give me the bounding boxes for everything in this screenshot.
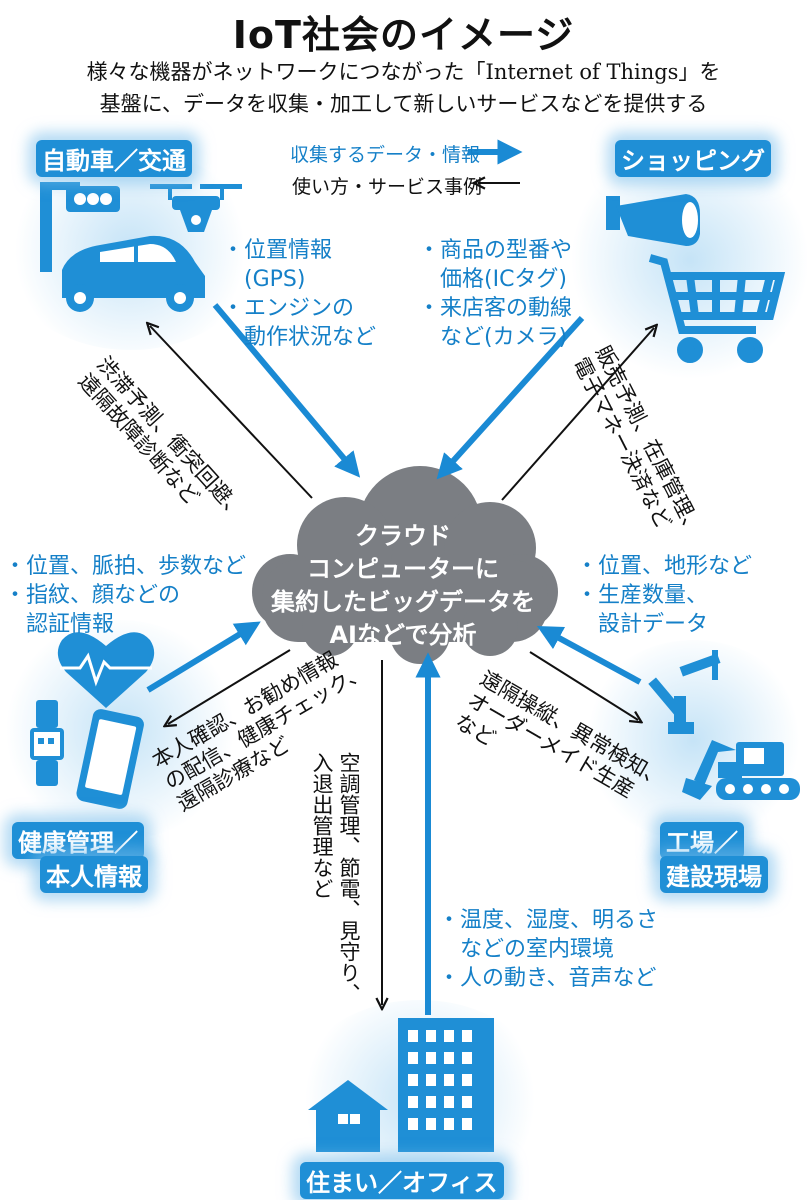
service-home-line: 入退出管理など [310, 752, 334, 899]
subtitle-line-2: 基盤に、データを収集・加工して新しいサービスなどを提供する [99, 92, 708, 116]
robot-arm-icon [648, 650, 721, 734]
traffic-light-icon [40, 182, 120, 272]
car-icon [62, 235, 205, 312]
collected-factory-item: 位置、地形など [576, 552, 752, 581]
collect-arrow-car [212, 303, 361, 478]
collect-arrow-shopping [436, 315, 585, 480]
smartphone-icon [76, 709, 144, 809]
category-factory-line2: 建設現場 [660, 856, 768, 893]
page-title: IoT社会のイメージ [232, 13, 575, 57]
subtitle-line-1: 様々な機器がネットワークにつながった「Internet of Things」を [86, 60, 721, 84]
collected-factory-item: 生産数量、 [576, 581, 752, 610]
service-arrow-factory [529, 651, 638, 720]
collected-shopping-item-cont: など(カメラ) [440, 325, 568, 350]
collect-arrow-health [146, 621, 261, 693]
service-arrow-shopping [501, 328, 654, 501]
legend-collect-label: 収集するデータ・情報 [290, 144, 481, 166]
service-home-line: 空調管理、節電、見守り、 [337, 752, 361, 1004]
cloud-line: AIなどで分析 [329, 621, 477, 649]
collected-home-item: 温度、湿度、明るさ [438, 906, 658, 935]
excavator-icon [682, 740, 800, 800]
collected-shopping: 商品の型番や 価格(ICタグ) 来店客の動線 など(カメラ) [418, 236, 572, 352]
legend-use-label: 使い方・サービス事例 [292, 176, 483, 198]
collected-shopping-item-cont: 価格(ICタグ) [440, 267, 568, 292]
cart-icon [648, 254, 786, 363]
collected-car-item-cont: 動作状況など [244, 325, 377, 350]
service-arrow-health [168, 649, 291, 724]
collected-factory-item-cont: 設計データ [598, 612, 709, 637]
cloud-shape [252, 466, 558, 664]
collect-arrow-factory [536, 625, 642, 685]
collected-car: 位置情報 (GPS) エンジンの 動作状況など [222, 236, 376, 352]
cloud-line: コンピューターに [307, 555, 499, 583]
collected-car-item: 位置情報 [222, 236, 376, 265]
cloud-line: クラウド [355, 522, 451, 550]
category-shopping: ショッピング [615, 140, 771, 177]
collected-factory: 位置、地形など 生産数量、 設計データ [576, 552, 752, 639]
camera-icon [606, 194, 700, 246]
smartwatch-icon [30, 700, 64, 786]
house-icon [308, 1080, 388, 1152]
collected-health-item: 指紋、顔などの [4, 581, 246, 610]
collected-car-item: エンジンの [222, 294, 376, 323]
building-icon [398, 1018, 494, 1152]
collected-shopping-item: 商品の型番や [418, 236, 572, 265]
collected-shopping-item: 来店客の動線 [418, 294, 572, 323]
collected-car-item-cont: (GPS) [244, 267, 306, 292]
service-arrow-car [150, 326, 313, 499]
cloud-line: 集約したビッグデータを [271, 588, 535, 616]
collected-home-item: 人の動き、音声など [438, 964, 658, 993]
drone-icon [150, 184, 242, 232]
category-factory-line1: 工場／ [660, 822, 744, 859]
collected-home-item-cont: などの室内環境 [460, 937, 615, 962]
service-home: 空調管理、節電、見守り、 入退出管理など [308, 752, 362, 1004]
category-car: 自動車／交通 [36, 140, 192, 177]
collected-home: 温度、湿度、明るさ などの室内環境 人の動き、音声など [438, 906, 658, 993]
collected-health-item: 位置、脈拍、歩数など [4, 552, 246, 581]
collected-health: 位置、脈拍、歩数など 指紋、顔などの 認証情報 [4, 552, 246, 639]
category-health-line2: 本人情報 [40, 856, 148, 893]
cloud-text: クラウド コンピューターに 集約したビッグデータを AIなどで分析 [258, 520, 548, 652]
heart-rate-icon [57, 632, 155, 708]
category-home: 住まい／オフィス [300, 1162, 504, 1199]
category-health-line1: 健康管理／ [12, 822, 144, 859]
collected-health-item-cont: 認証情報 [26, 612, 115, 637]
